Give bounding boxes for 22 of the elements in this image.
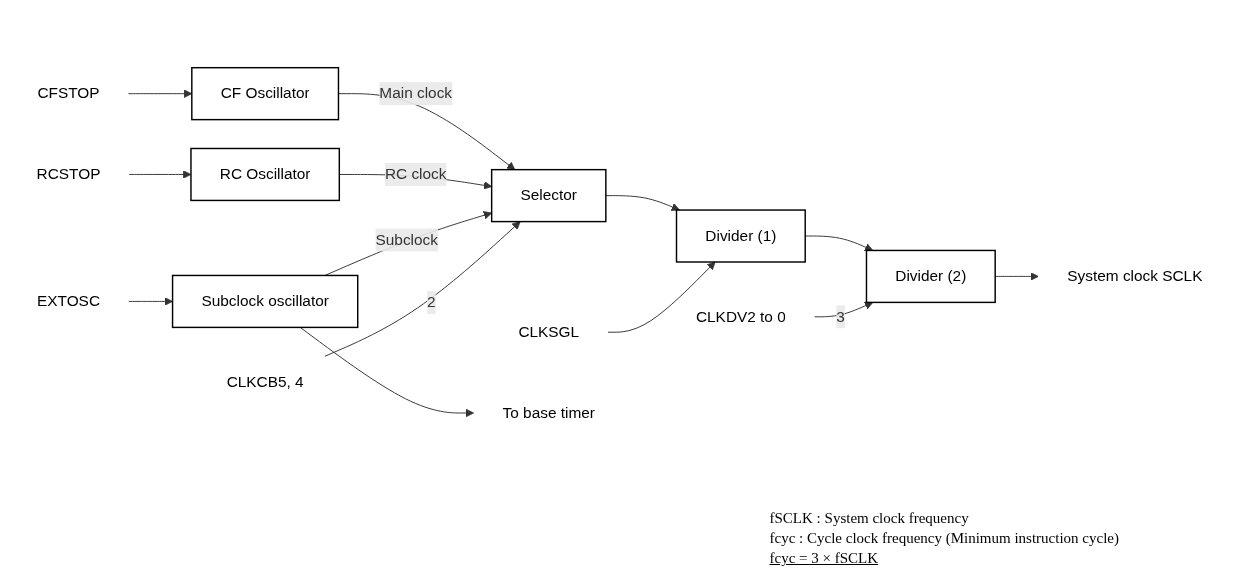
node-text: CLKSGL: [518, 323, 580, 341]
node-text: CFSTOP: [37, 85, 100, 102]
node-box: RC Oscillator: [190, 147, 341, 202]
edge-label: RC clock: [384, 165, 447, 183]
node-box: Subclock oscillator: [171, 274, 359, 329]
note-text: fcyc = 3 × fSCLK: [769, 550, 880, 567]
edge-label: Main clock: [379, 85, 453, 102]
node-box: CF Oscillator: [191, 67, 340, 121]
node-text: RCSTOP: [36, 165, 101, 183]
node-text: CLKCB5, 4: [226, 373, 304, 391]
node-box: Divider (1): [675, 209, 806, 263]
note-text: fSCLK : System clock frequency: [769, 510, 970, 527]
node-text: EXTOSC: [36, 292, 100, 310]
node-text: CLKDV2 to 0: [695, 308, 786, 325]
node-box: Divider (2): [865, 249, 996, 304]
edge-label: 3: [836, 308, 845, 325]
note-text: fcyc : Cycle clock frequency (Minimum instruction cycle): [769, 530, 1119, 547]
node-text: To base timer: [502, 404, 595, 421]
edge-label: 2: [427, 294, 436, 311]
edge-label: Subclock: [375, 231, 438, 248]
node-box: Selector: [490, 169, 607, 223]
node-text: System clock SCLK: [1067, 267, 1203, 285]
